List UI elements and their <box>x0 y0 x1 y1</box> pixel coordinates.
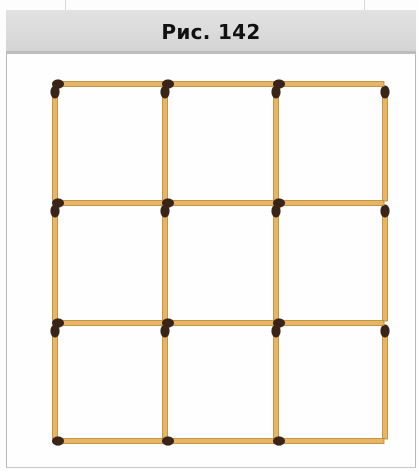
match-head <box>52 79 64 88</box>
match-horizontal <box>273 436 384 445</box>
match-head <box>162 198 174 207</box>
match-head <box>162 436 174 445</box>
match-horizontal <box>52 436 164 445</box>
match-horizontal <box>52 79 164 88</box>
match-head <box>52 436 64 445</box>
match-head <box>380 86 389 99</box>
match-head <box>380 325 389 338</box>
match-horizontal <box>273 79 384 88</box>
match-vertical <box>380 86 389 202</box>
match-vertical <box>50 86 59 202</box>
match-head <box>162 79 174 88</box>
match-head <box>162 318 174 327</box>
match-vertical <box>50 205 59 322</box>
match-head <box>52 198 64 207</box>
match-horizontal <box>273 198 384 207</box>
match-head <box>273 79 285 88</box>
match-horizontal <box>162 436 275 445</box>
match-vertical <box>160 86 169 202</box>
match-vertical <box>380 205 389 322</box>
match-head <box>273 198 285 207</box>
match-vertical <box>50 325 59 440</box>
match-horizontal <box>162 198 275 207</box>
match-head <box>273 436 285 445</box>
match-horizontal <box>52 318 164 327</box>
match-head <box>273 318 285 327</box>
match-vertical <box>380 325 389 440</box>
match-vertical <box>271 205 280 322</box>
match-head <box>380 205 389 218</box>
match-vertical <box>160 205 169 322</box>
match-head <box>52 318 64 327</box>
match-vertical <box>271 86 280 202</box>
match-horizontal <box>273 318 384 327</box>
match-horizontal <box>162 318 275 327</box>
match-horizontal <box>52 198 164 207</box>
match-vertical <box>271 325 280 440</box>
match-vertical <box>160 325 169 440</box>
match-horizontal <box>162 79 275 88</box>
